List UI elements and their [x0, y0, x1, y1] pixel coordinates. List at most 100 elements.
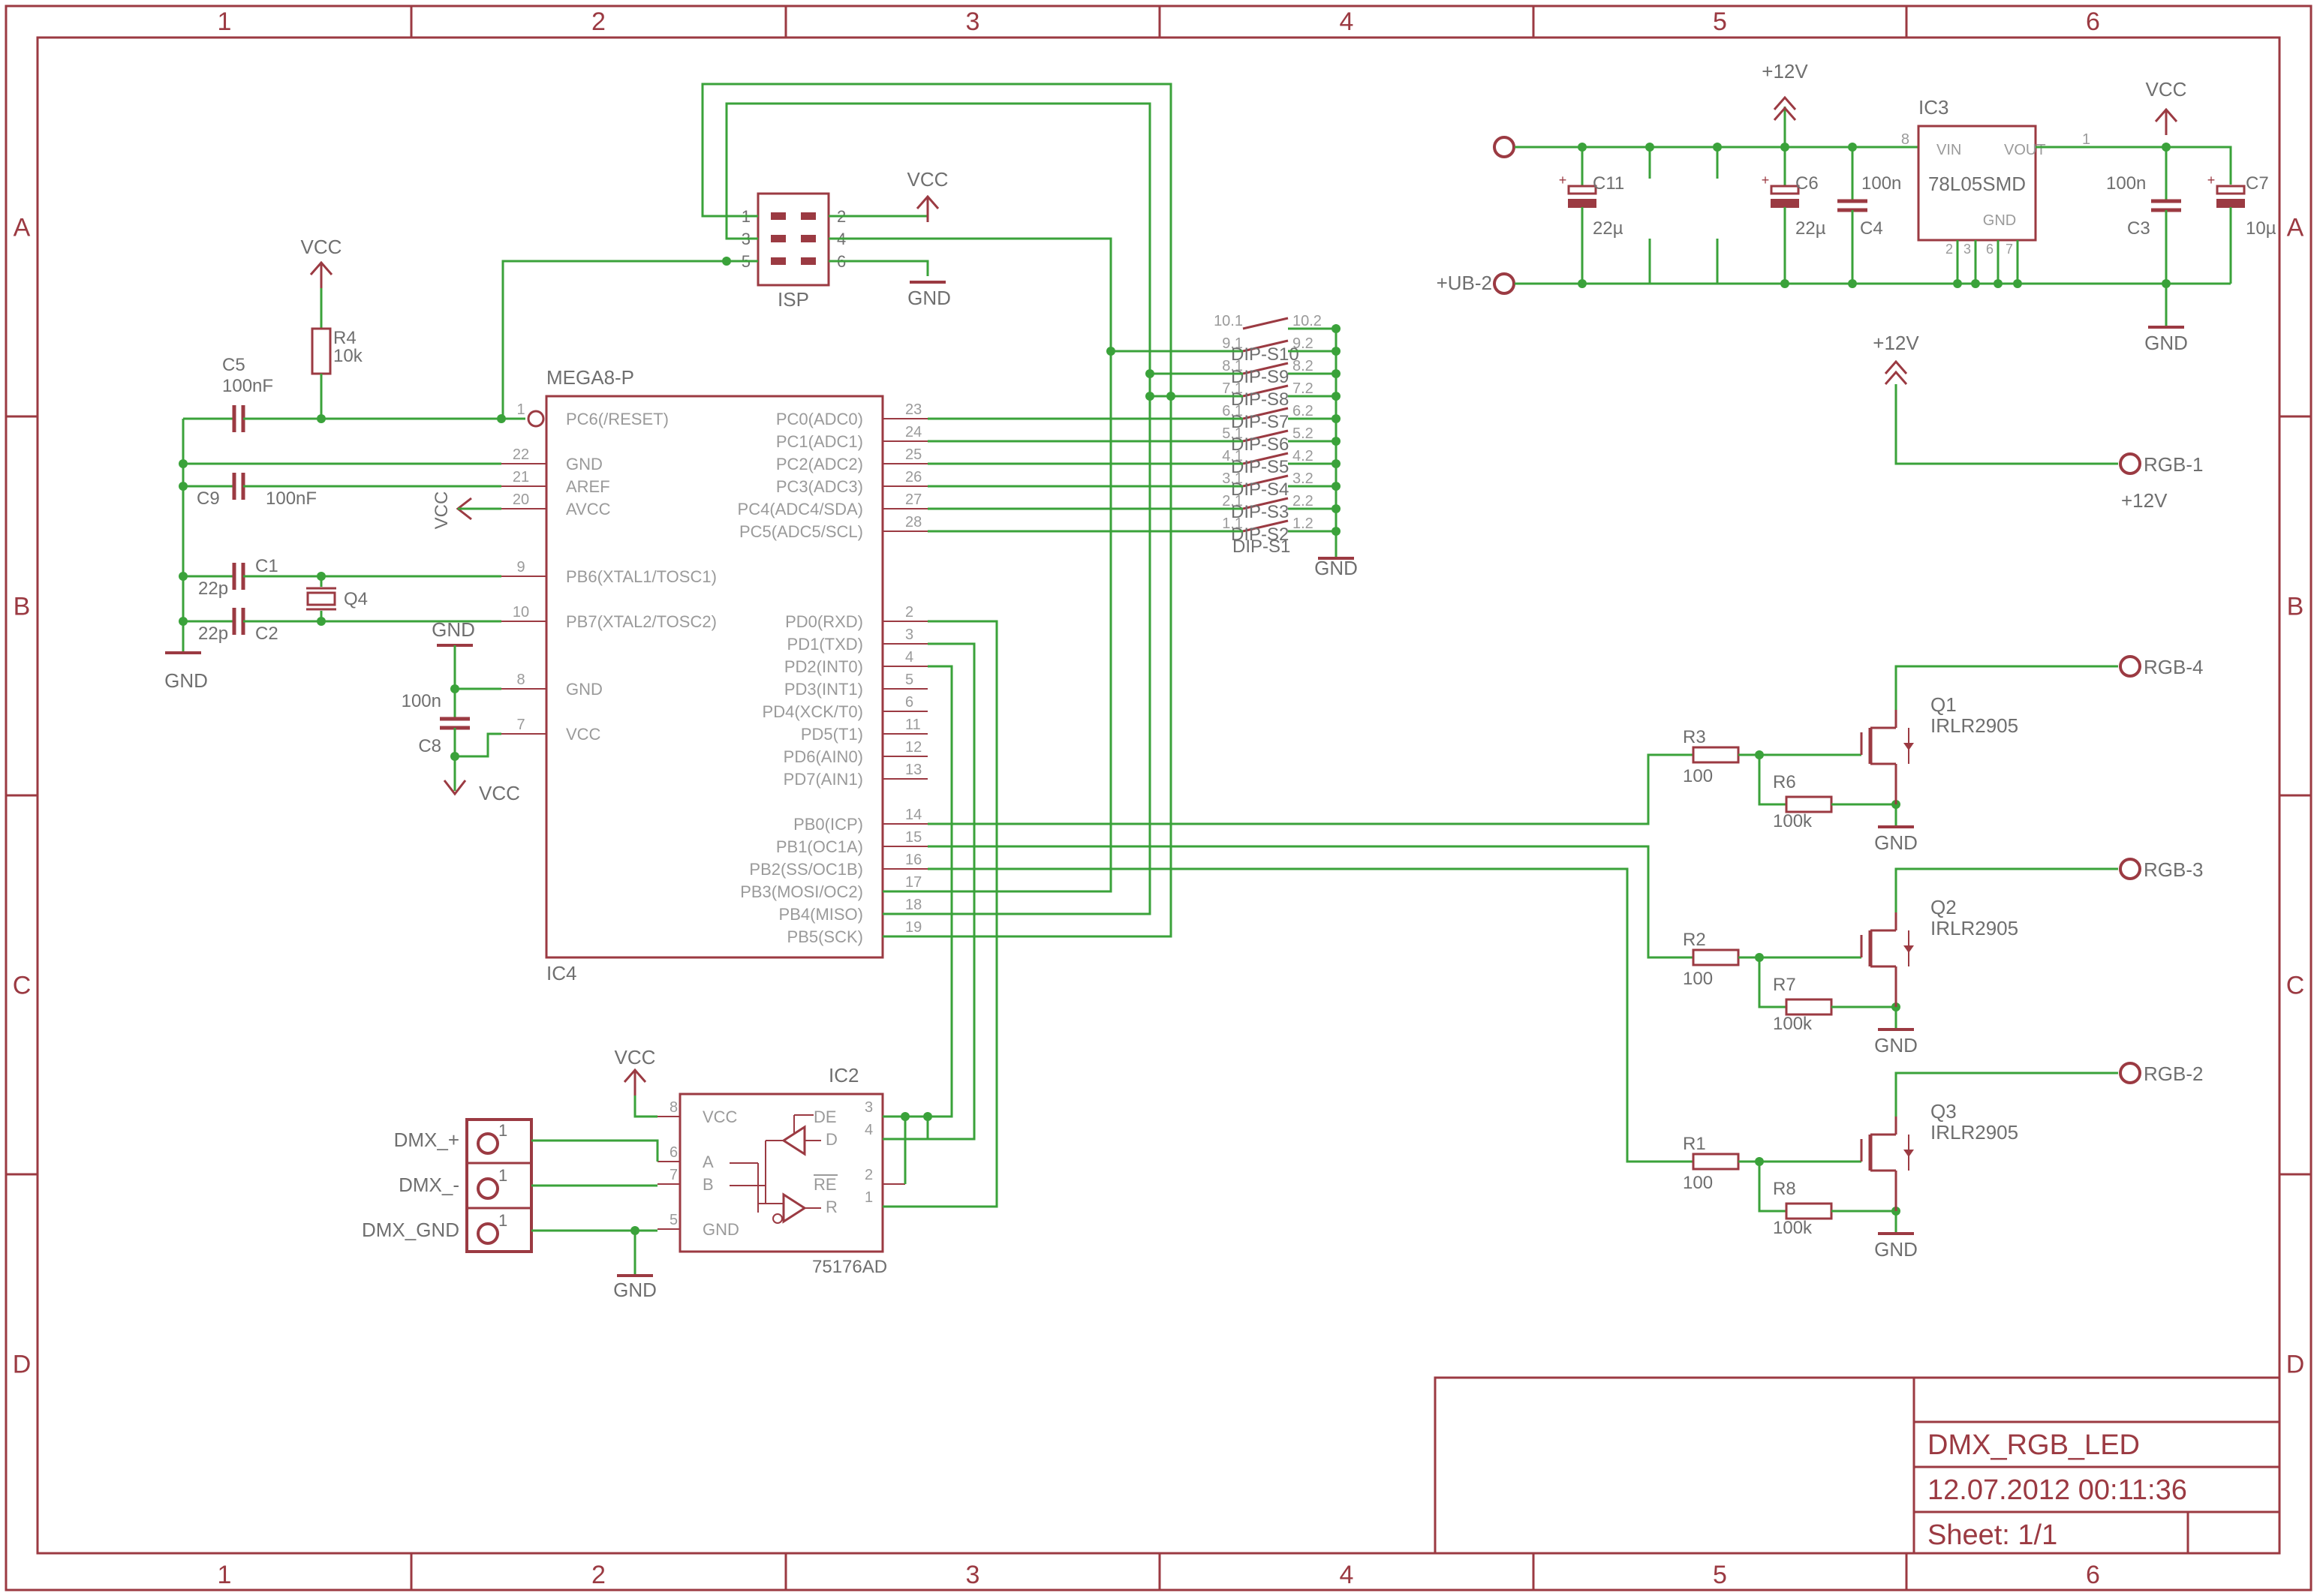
column-number: 6 [2086, 1561, 2100, 1589]
transceiver-pin-name: VCC [703, 1108, 738, 1126]
q4-crystal [306, 591, 336, 606]
mcu-pin-name: PD3(INT1) [784, 680, 863, 699]
dip-ref: DIP-S1 [1232, 537, 1290, 557]
mcu-pin-number: 5 [905, 672, 913, 688]
dip-pin-number: 3.2 [1292, 470, 1313, 487]
electrolytic-plate [1568, 199, 1596, 208]
c6-value: 22µ [1795, 218, 1826, 239]
gnd-label: GND [907, 287, 951, 309]
dip-switch-name: DIP-S8 [1231, 389, 1289, 410]
transceiver-pin-name: GND [703, 1220, 739, 1239]
junction-dot [1145, 392, 1154, 401]
pulldown-resistor [1785, 998, 1833, 1016]
transceiver-pin-number: 8 [670, 1099, 678, 1116]
vcc-label: VCC [615, 1046, 656, 1069]
row-letter: B [14, 593, 31, 621]
mcu-pin-name: PC0(ADC0) [776, 410, 863, 428]
transceiver-pin-number: 1 [865, 1189, 873, 1206]
row-letter: A [2287, 214, 2304, 242]
row-letter: D [2286, 1351, 2305, 1379]
polarity-mark: + [2207, 173, 2216, 188]
transceiver-part: 75176AD [812, 1257, 887, 1277]
mcu-pin-number: 7 [516, 717, 525, 733]
isp-mosi-wire [829, 237, 1112, 893]
mosfet-part: IRLR2905 [1930, 917, 2018, 939]
column-number: 1 [218, 1561, 232, 1589]
mcu-pin-name: PB0(ICP) [793, 815, 863, 834]
r4-value: 10k [333, 346, 363, 366]
transceiver-pin-number: 6 [670, 1144, 678, 1161]
pb1-wire [928, 845, 1693, 959]
mcu-pin-number: 18 [905, 897, 922, 913]
c9-ref: C9 [197, 488, 220, 509]
regulator-pin-name: VOUT [2004, 142, 2046, 158]
pulldown-wire [1758, 755, 1786, 806]
dip-switch-lever [1242, 407, 1289, 420]
mcu-pin-number: 4 [905, 649, 913, 666]
pulldown-resistor [1785, 1202, 1833, 1220]
mcu-pin-number: 28 [905, 514, 922, 530]
rgb1-wire [1894, 384, 2118, 465]
mcu-pin-name: PB6(XTAL1/TOSC1) [566, 567, 717, 586]
gnd8-wire [453, 645, 501, 690]
rgb1-label: RGB-1 [2144, 453, 2203, 476]
isp-header-body [757, 192, 830, 287]
rgb-connector-label: RGB-2 [2144, 1062, 2203, 1085]
regulator-pin-number: 7 [2006, 242, 2013, 257]
mcu-pin-number: 19 [905, 919, 922, 936]
junction-dot [1994, 279, 2003, 288]
connector-pad-icon [1493, 272, 1515, 295]
dip-switch-name: DIP-S5 [1231, 457, 1289, 477]
regulator-pin-number: 8 [1901, 131, 1909, 148]
dip-pin-number: 8.1 [1222, 358, 1243, 374]
rgb1-sub-label: +12V [2121, 489, 2168, 512]
row-letter: C [2286, 972, 2305, 1000]
dip-switch-lever [1242, 384, 1289, 398]
inner-border [36, 36, 2281, 1555]
isp-pin-pad [771, 257, 786, 265]
dip-pin-number: 8.2 [1292, 358, 1313, 374]
vcc-label: VCC [2146, 78, 2187, 101]
dip-switch-name: DIP-S7 [1231, 412, 1289, 432]
dip-pin-number: 9.1 [1222, 335, 1243, 352]
regulator-ref: IC3 [1918, 96, 1948, 119]
mcu-pin-number: 14 [905, 807, 922, 823]
c2-value: 22p [198, 624, 228, 644]
electrolytic-plate [2216, 199, 2245, 208]
dip-pin-number: 3.1 [1222, 470, 1243, 487]
column-number: 4 [1340, 1561, 1354, 1589]
connector-pad-icon [477, 1132, 499, 1155]
c3-ref: C3 [2127, 218, 2150, 239]
vcc7-wire [455, 732, 501, 758]
mcu-pin-number: 20 [513, 491, 529, 508]
pulldown-resistor-ref: R8 [1773, 1179, 1796, 1199]
dmx-label: DMX_+ [394, 1129, 459, 1151]
dip-switch-lever [1242, 317, 1289, 330]
electrolytic-plate [1771, 199, 1799, 208]
column-number: 5 [1713, 8, 1727, 36]
mcu-pin-name: PD7(AIN1) [784, 770, 863, 789]
gate-resistor-value: 100 [1683, 766, 1713, 786]
column-number: 5 [1713, 1561, 1727, 1589]
mcu-pin-name: PC5(ADC5/SCL) [739, 522, 863, 541]
pulldown-wire [1758, 957, 1786, 1008]
column-number: 3 [966, 1561, 980, 1589]
regulator-pin-number: 2 [1945, 242, 1953, 257]
transceiver-pin-number: 4 [865, 1122, 873, 1138]
connector-pad-icon [477, 1222, 499, 1245]
dip-switch-name: DIP-S9 [1231, 367, 1289, 387]
mcu-pin-name: PB4(MISO) [779, 905, 863, 924]
mcu-pin-number: 17 [905, 874, 922, 891]
mcu-pin-name: VCC [566, 725, 601, 744]
dmx-label: DMX_- [399, 1174, 459, 1196]
junction-dot [1755, 750, 1764, 759]
dip-pin-number: 4.1 [1222, 448, 1243, 464]
isp-reset-wire [501, 260, 758, 420]
dip-pin-number: 7.1 [1222, 380, 1243, 397]
polarity-mark: + [1762, 173, 1770, 188]
dip-pin-number: 1.1 [1222, 515, 1243, 532]
transceiver-pin-number: 5 [670, 1212, 678, 1228]
gnd-label: GND [164, 669, 208, 692]
dip-switch-name: DIP-S3 [1231, 502, 1289, 522]
